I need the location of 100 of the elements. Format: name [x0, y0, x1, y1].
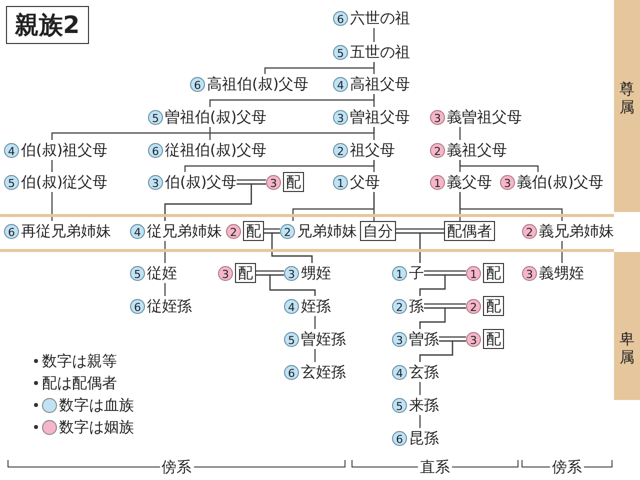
- relative-name: 伯(叔)父母: [165, 172, 237, 192]
- relative-name: 高祖伯(叔)父母: [207, 74, 309, 94]
- degree-badge: 6: [284, 364, 299, 380]
- kinship-line: [209, 127, 211, 140]
- degree-badge: 6: [148, 142, 163, 158]
- degree-badge: 2: [466, 298, 481, 314]
- range-label: 傍系: [550, 458, 584, 477]
- legend-text: 数字は親等: [42, 352, 117, 370]
- degree-badge: 5: [130, 266, 145, 280]
- kinship-line: [561, 241, 563, 263]
- relative-name: 伯(叔)従父母: [21, 172, 108, 192]
- relative-name: 昆孫: [409, 428, 439, 448]
- kinship-line: [459, 192, 563, 221]
- degree-badge: 5: [284, 332, 299, 346]
- kinship-line: [269, 274, 316, 296]
- kinship-line: [419, 382, 421, 395]
- kinship-line: [51, 192, 53, 221]
- degree-badge: 4: [284, 298, 299, 314]
- degree-badge: 3: [266, 174, 281, 190]
- relative-name: 再従兄弟姉妹: [21, 221, 111, 241]
- kinship-line: [419, 232, 444, 263]
- degree-badge: 6: [190, 76, 205, 92]
- relative-name: 五世の祖: [350, 42, 410, 62]
- relative-name: 曽姪孫: [301, 329, 346, 349]
- boxed-name: 配: [483, 296, 504, 316]
- boxed-name: 配: [283, 172, 304, 192]
- relative-name: 祖父母: [350, 140, 395, 160]
- relative-name: 子: [409, 263, 424, 283]
- legend-text: 配は配偶者: [42, 374, 117, 392]
- relative-name: 兄弟姉妹: [297, 221, 357, 241]
- degree-badge: 1: [430, 174, 445, 190]
- degree-badge: 1: [333, 174, 348, 190]
- range-label: 傍系: [160, 458, 194, 477]
- relative-name: 来孫: [409, 395, 439, 415]
- relative-name: 従兄弟姉妹: [147, 221, 222, 241]
- relative-name: 父母: [350, 172, 380, 192]
- kinship-line: [419, 274, 466, 296]
- degree-badge: 2: [522, 224, 537, 238]
- relative-name: 甥姪: [301, 263, 331, 283]
- relative-name: 義甥姪: [539, 263, 584, 283]
- relative-name: 従姪孫: [147, 296, 192, 316]
- kinship-line: [292, 192, 375, 221]
- kinship-line: [184, 160, 375, 172]
- kinship-line: [314, 349, 316, 362]
- degree-badge: 6: [130, 298, 145, 314]
- kinship-line: [419, 307, 466, 329]
- kinship-line: [459, 127, 461, 140]
- relative-name: 曽祖父母: [350, 107, 410, 127]
- degree-badge: 3: [218, 266, 233, 280]
- degree-badge: 3: [333, 110, 348, 124]
- kinship-line: [51, 127, 375, 140]
- kinship-line: [164, 283, 166, 296]
- boxed-name: 配偶者: [444, 221, 495, 241]
- degree-badge: 3: [284, 266, 299, 280]
- kinship-line: [459, 160, 539, 172]
- degree-badge: 3: [500, 174, 515, 190]
- range-label: 直系: [418, 458, 452, 477]
- kinship-line: [419, 340, 466, 362]
- diagram-title: 親族2: [6, 6, 89, 44]
- legend-text: 数字は血族: [59, 396, 134, 414]
- relative-name: 孫: [409, 296, 424, 316]
- degree-badge: 4: [392, 364, 407, 380]
- degree-badge: 3: [466, 332, 481, 346]
- degree-badge: 1: [466, 266, 481, 280]
- degree-badge: 4: [130, 224, 145, 238]
- degree-badge: 5: [333, 44, 348, 60]
- relative-name: 義祖父母: [447, 140, 507, 160]
- kinship-line: [209, 94, 375, 107]
- relative-name: 曽孫: [409, 329, 439, 349]
- boxed-name: 配: [483, 329, 504, 349]
- degree-badge: 2: [280, 224, 295, 238]
- relative-name: 義曽祖父母: [447, 107, 522, 127]
- degree-badge: 3: [392, 332, 407, 346]
- degree-badge: 5: [148, 110, 163, 124]
- relative-name: 玄孫: [409, 362, 439, 382]
- kinship-line: [51, 160, 53, 172]
- boxed-name: 自分: [360, 221, 396, 241]
- degree-badge: 1: [392, 266, 407, 280]
- kinship-line: [314, 316, 316, 329]
- relative-name: 従姪: [147, 263, 177, 283]
- legend-text: 数字は姻族: [59, 418, 134, 436]
- side-band-label: 尊属: [614, 0, 640, 212]
- degree-badge: 2: [430, 142, 445, 158]
- degree-badge: 3: [430, 110, 445, 124]
- kinship-line: [164, 241, 166, 263]
- degree-badge: 5: [4, 174, 19, 190]
- side-band-label: 卑属: [614, 252, 640, 400]
- relative-name: 義伯(叔)父母: [517, 172, 604, 192]
- boxed-name: 配: [235, 263, 256, 283]
- degree-badge: 2: [333, 142, 348, 158]
- degree-badge: 6: [4, 224, 19, 238]
- relative-name: 義兄弟姉妹: [539, 221, 614, 241]
- degree-badge: 3: [148, 174, 163, 190]
- relative-name: 六世の祖: [350, 8, 410, 28]
- degree-badge: 2: [226, 224, 241, 238]
- degree-badge: 3: [522, 266, 537, 280]
- relative-name: 曽祖伯(叔)父母: [165, 107, 267, 127]
- relative-name: 玄姪孫: [301, 362, 346, 382]
- kinship-line: [373, 28, 375, 42]
- degree-badge: 6: [333, 10, 348, 26]
